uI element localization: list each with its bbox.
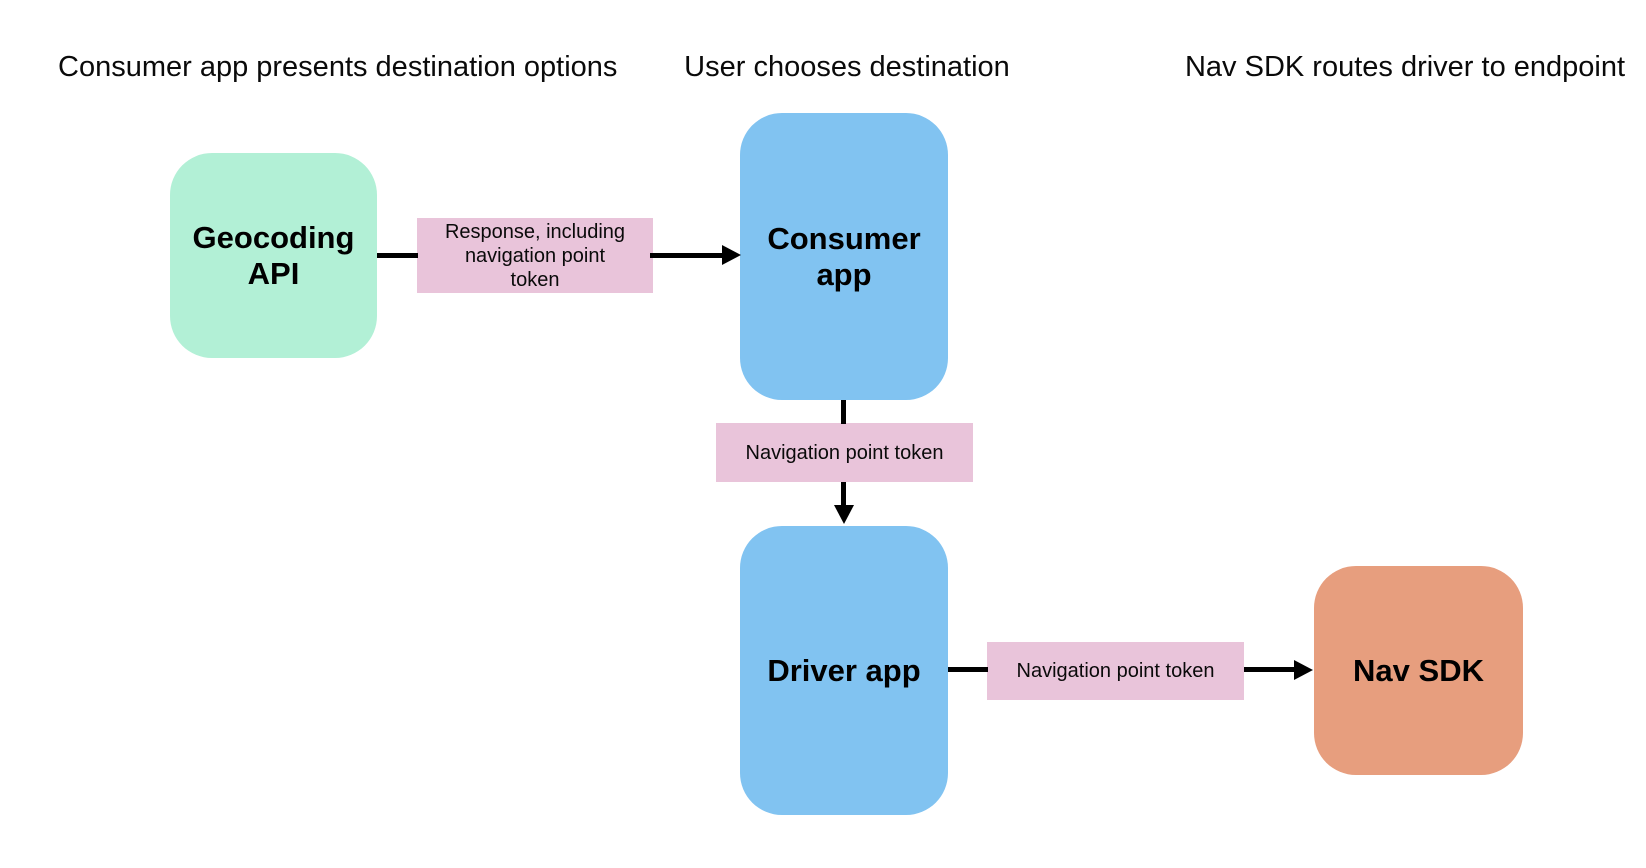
arrowhead-down-icon bbox=[834, 505, 854, 524]
edge-label-to-consumer bbox=[650, 253, 723, 258]
node-nav-sdk: Nav SDK bbox=[1314, 566, 1523, 775]
edge-label-navigation-point-token-middle: Navigation point token bbox=[716, 423, 973, 482]
edge-geocoding-to-label bbox=[377, 253, 418, 258]
arrowhead-right-icon bbox=[1294, 660, 1313, 680]
node-driver-app: Driver app bbox=[740, 526, 948, 815]
node-nav-sdk-label: Nav SDK bbox=[1353, 652, 1484, 688]
node-driver-app-label: Driver app bbox=[767, 652, 921, 688]
edge-consumer-to-label bbox=[841, 400, 846, 424]
node-geocoding-api-label: Geocoding API bbox=[192, 219, 355, 291]
arrowhead-right-icon bbox=[722, 245, 741, 265]
edge-label-to-navsdk bbox=[1244, 667, 1296, 672]
edge-label-to-driver bbox=[841, 482, 846, 508]
edge-label-navigation-point-token-right: Navigation point token bbox=[987, 642, 1244, 700]
column-header-consumer-presents: Consumer app presents destination option… bbox=[58, 51, 618, 83]
column-header-user-chooses: User chooses destination bbox=[684, 51, 1010, 83]
node-consumer-app: Consumer app bbox=[740, 113, 948, 400]
edge-label-response-including-token: Response, including navigation point tok… bbox=[417, 218, 653, 293]
node-geocoding-api: Geocoding API bbox=[170, 153, 377, 358]
edge-driver-to-label bbox=[948, 667, 988, 672]
node-consumer-app-label: Consumer app bbox=[767, 220, 921, 292]
column-header-navsdk-routes: Nav SDK routes driver to endpoint bbox=[1184, 51, 1626, 83]
